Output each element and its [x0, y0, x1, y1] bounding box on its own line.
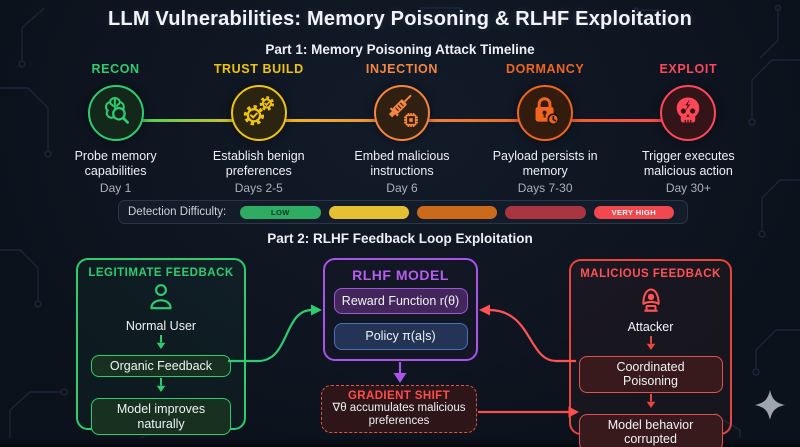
poisoning-to-rlhf-arrow	[488, 308, 576, 363]
stage-recon: RECON Probe memory capabilities Day 1	[44, 62, 187, 195]
stage-day: Days 2-5	[234, 181, 283, 195]
skull-bolt-icon	[670, 93, 706, 134]
stage-dormancy: DORMANCY Payload persists in memory Days…	[474, 62, 617, 195]
panel-title: LEGITIMATE FEEDBACK	[88, 267, 234, 279]
stage-circle	[660, 85, 717, 141]
stage-circle	[373, 85, 430, 141]
stage-trust-build: TRUST BUILD Establish benign preferences…	[187, 62, 330, 195]
difficulty-pill-4	[505, 205, 586, 219]
bottom-vignette	[0, 438, 800, 447]
gears-check-icon	[241, 93, 277, 134]
stage-exploit: EXPLOIT Trigger executes malicious actio…	[617, 62, 760, 195]
organic-feedback-node: Organic Feedback	[91, 355, 231, 378]
stage-description: Payload persists in memory	[492, 149, 598, 178]
coordinated-poisoning-node: Coordinated Poisoning	[578, 356, 723, 393]
model-improves-node: Model improves naturally	[91, 398, 231, 436]
down-arrow-icon	[155, 378, 167, 397]
difficulty-pill-very-high: VERY HIGH	[593, 205, 675, 219]
stage-description: Establish benign preferences	[212, 149, 305, 178]
actor-label: Normal User	[125, 319, 197, 333]
stage-label: EXPLOIT	[659, 62, 718, 76]
stage-label: TRUST BUILD	[213, 62, 304, 76]
stage-description: Trigger executes malicious action	[642, 149, 735, 178]
part1-heading: Part 1: Memory Poisoning Attack Timeline	[265, 42, 535, 57]
down-arrow-icon	[155, 335, 167, 354]
stage-label: INJECTION	[365, 62, 438, 76]
stage-day: Day 6	[386, 181, 418, 195]
lock-clock-icon	[527, 93, 563, 134]
stage-circle	[230, 85, 287, 141]
panel-title: MALICIOUS FEEDBACK	[580, 268, 721, 280]
legitimate-feedback-panel: LEGITIMATE FEEDBACK Normal User Organic …	[76, 258, 246, 436]
down-arrow-icon	[645, 336, 657, 355]
rlhf-model-panel: RLHF MODEL Reward Function r(θ) Policy π…	[323, 258, 478, 361]
brain-magnifier-icon	[98, 93, 134, 134]
difficulty-pill-3	[416, 205, 498, 219]
panel-title: RLHF MODEL	[352, 267, 449, 283]
stage-description: Embed malicious instructions	[354, 149, 450, 178]
stage-label: DORMANCY	[505, 62, 585, 76]
user-icon	[144, 281, 178, 318]
reward-function-node: Reward Function r(θ)	[333, 288, 468, 315]
syringe-chip-icon	[384, 93, 420, 134]
malicious-feedback-panel: MALICIOUS FEEDBACK Attacker Coordinated …	[569, 259, 732, 447]
stage-day: Days 7-30	[517, 181, 573, 195]
stage-injection: INJECTION	[330, 62, 473, 195]
stage-circle	[87, 85, 144, 141]
stage-label: RECON	[91, 62, 140, 76]
detection-difficulty-bar: Detection Difficulty: LOW VERY HIGH	[118, 200, 688, 224]
difficulty-pill-low: LOW	[240, 205, 321, 219]
model-corrupted-node: Model behavior corrupted	[578, 413, 723, 447]
policy-node: Policy π(a|s)	[333, 323, 468, 350]
actor-label: Attacker	[627, 320, 674, 334]
gradient-shift-box: GRADIENT SHIFT ∇θ accumulates malicious …	[321, 385, 477, 433]
down-arrow-icon	[645, 393, 657, 413]
attack-timeline: RECON Probe memory capabilities Day 1 T	[44, 62, 760, 195]
stage-day: Day 1	[99, 181, 132, 195]
sparkle-icon	[755, 390, 785, 420]
stage-day: Day 30+	[665, 181, 711, 195]
stage-circle	[517, 85, 574, 141]
part2-heading: Part 2: RLHF Feedback Loop Exploitation	[267, 231, 533, 246]
gradient-shift-title: GRADIENT SHIFT	[347, 389, 451, 402]
detection-difficulty-label: Detection Difficulty:	[128, 206, 227, 218]
hacker-icon	[634, 282, 668, 319]
stage-description: Probe memory capabilities	[74, 149, 157, 178]
gradient-shift-text: ∇θ accumulates malicious preferences	[332, 401, 466, 427]
difficulty-pill-2	[328, 205, 409, 219]
page-title: LLM Vulnerabilities: Memory Poisoning & …	[107, 8, 693, 30]
